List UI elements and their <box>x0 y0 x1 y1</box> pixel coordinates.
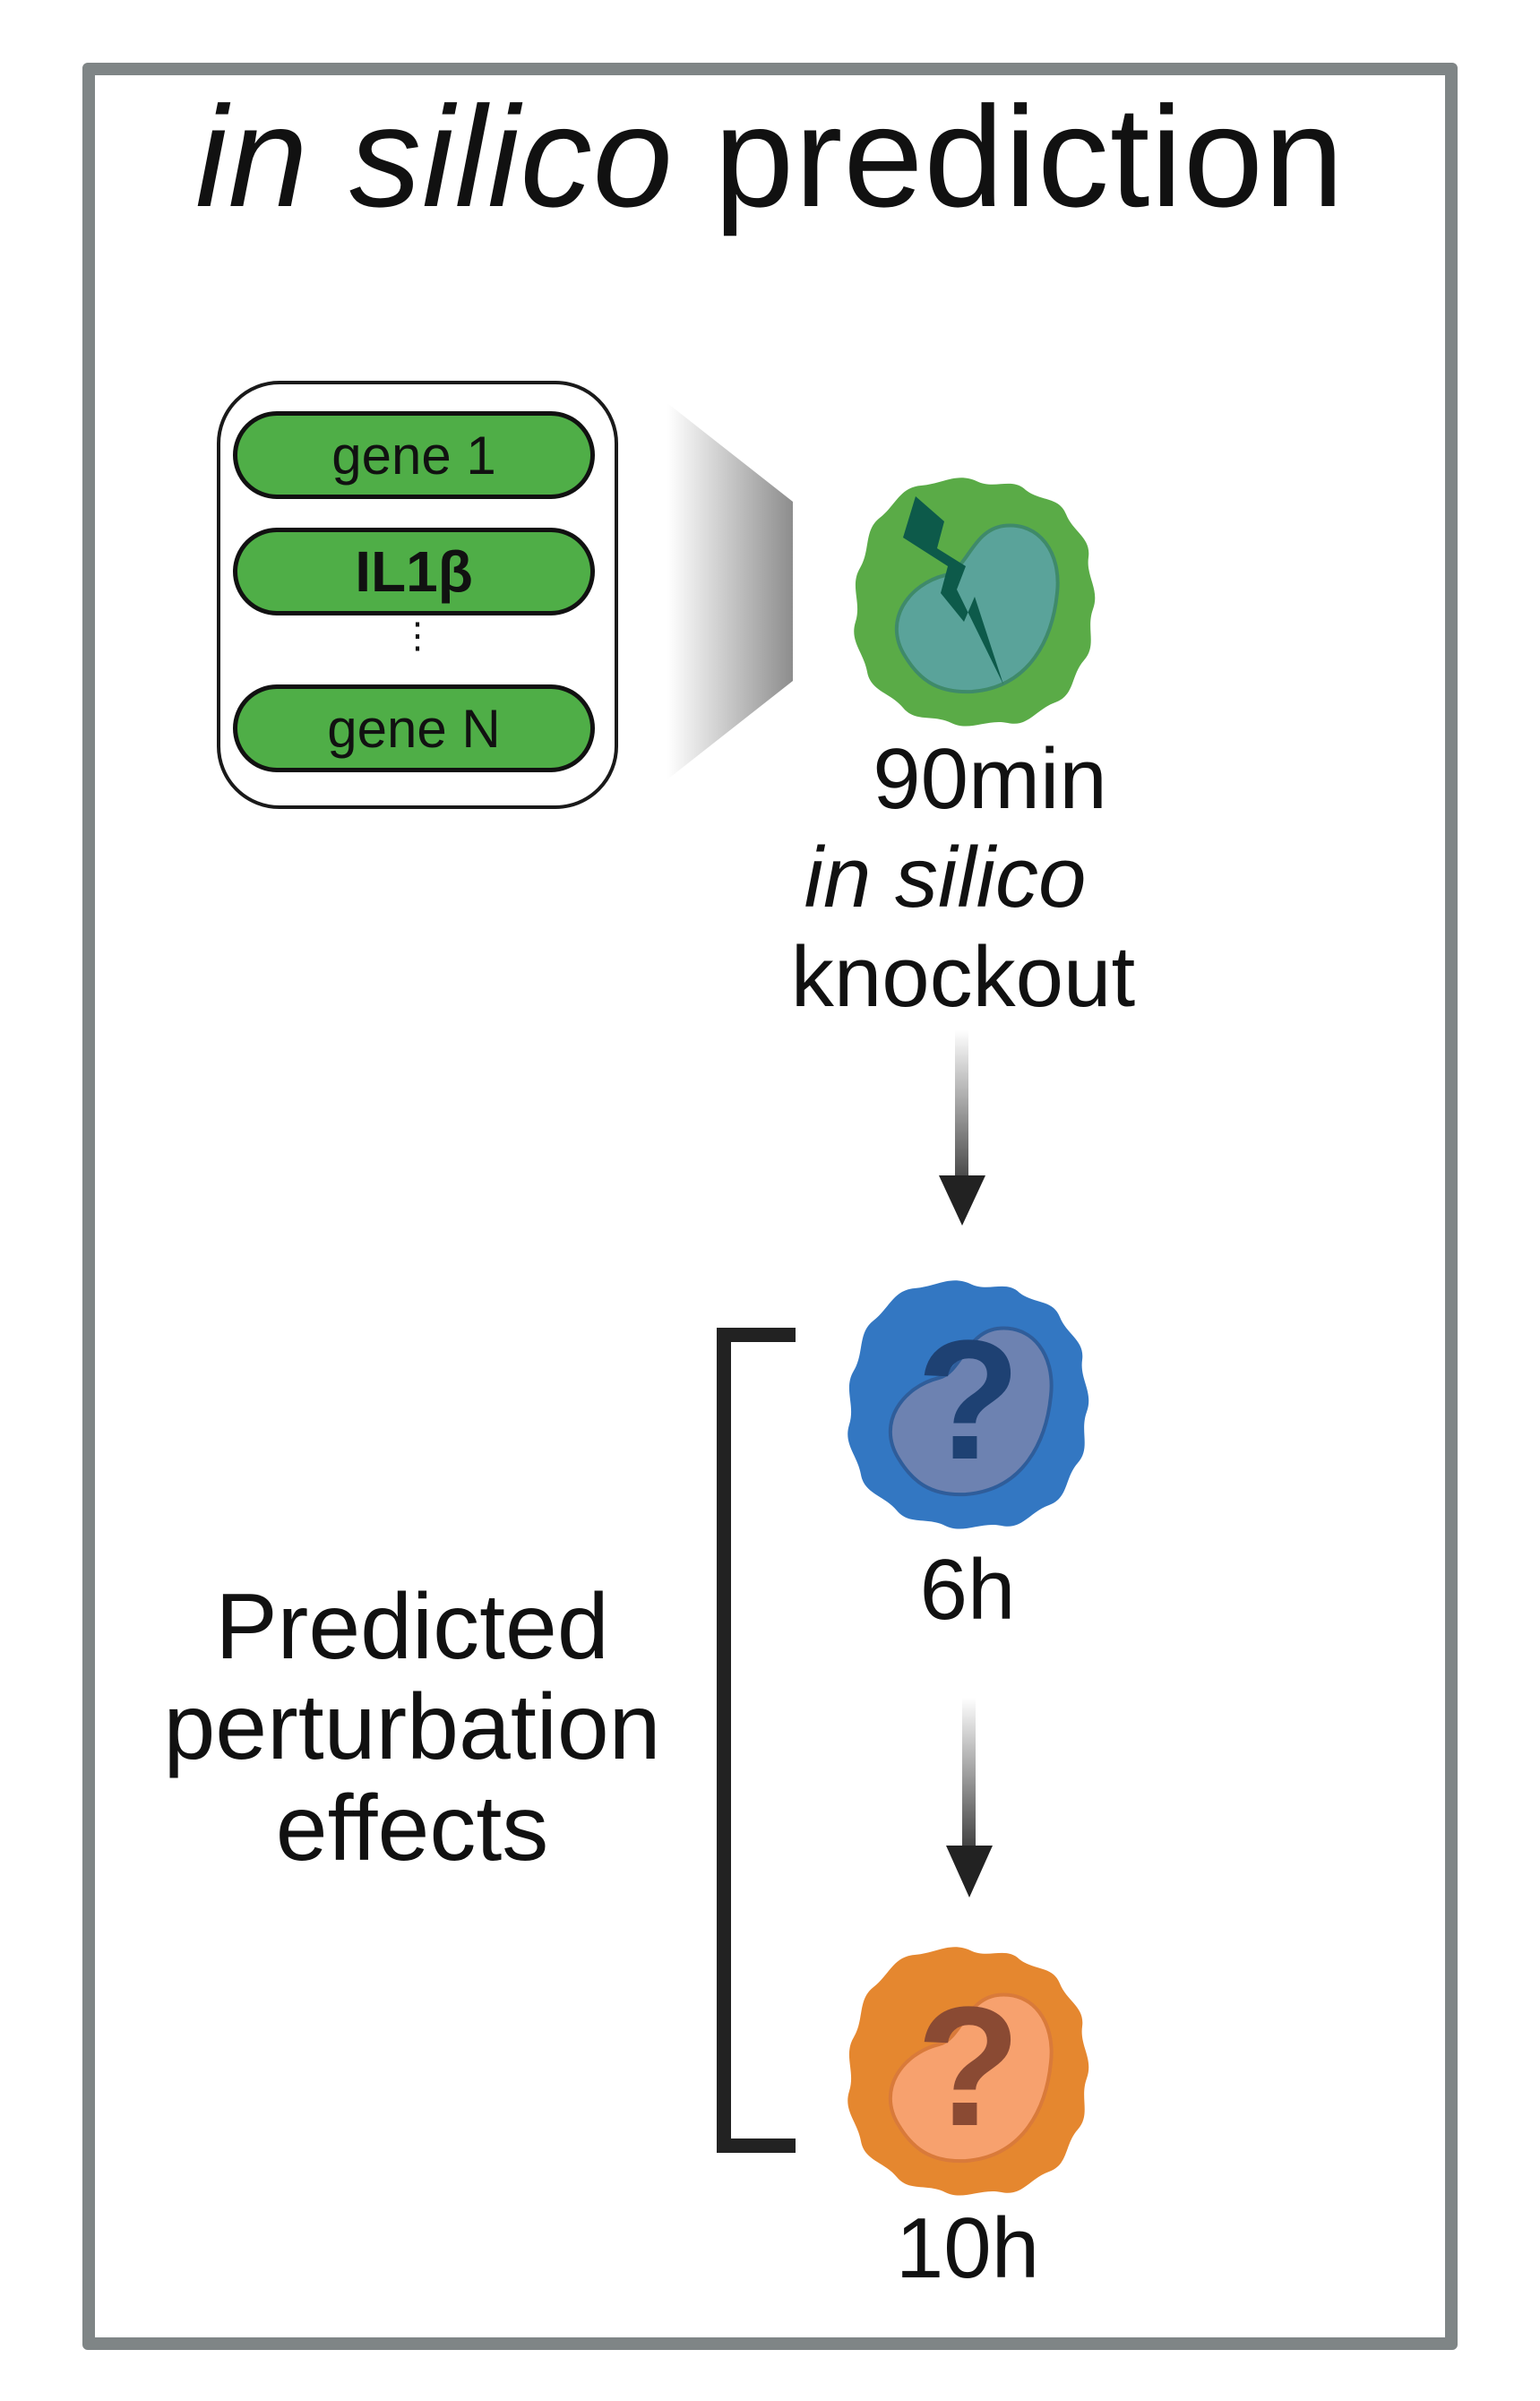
bracket-label-line1: Predicted <box>215 1575 609 1679</box>
title-italic: in silico <box>195 76 674 237</box>
lightning-icon <box>903 496 1003 684</box>
knockout-label: 90min in silico knockout <box>690 730 1236 1027</box>
question-mark-icon: ? <box>916 1305 1020 1495</box>
arrow-2-head <box>946 1846 993 1898</box>
bracket-label: Predicted perturbation effects <box>99 1577 726 1879</box>
gene-list-box: gene 1 IL1β ⋮ gene N <box>217 381 618 809</box>
bracket-label-line2: perturbation <box>163 1675 661 1780</box>
arrow-2-stem <box>962 1698 976 1872</box>
question-mark-icon: ? <box>916 1972 1020 2162</box>
knockout-cell-icon <box>854 478 1096 727</box>
ten-hour-cell-icon: ? <box>847 1947 1089 2196</box>
effects-bracket <box>717 1328 796 2153</box>
gene-pill-n: gene N <box>233 684 595 772</box>
knockout-time: 90min <box>873 731 1107 827</box>
bracket-label-line3: effects <box>275 1776 549 1880</box>
title-rest: prediction <box>673 76 1345 237</box>
knockout-word: knockout <box>790 928 1136 1025</box>
gene-pill-il1b: IL1β <box>233 528 595 615</box>
panel-title: in silico prediction <box>0 85 1540 228</box>
arrow-1-head <box>939 1175 985 1226</box>
zoom-wedge <box>667 403 793 779</box>
six-hour-label: 6h <box>919 1542 1016 1638</box>
knockout-insilico: in silico <box>804 830 1087 926</box>
gene-pill-1: gene 1 <box>233 411 595 499</box>
arrow-1-stem <box>955 1030 968 1209</box>
ten-hour-label: 10h <box>895 2200 1040 2296</box>
six-hour-cell-icon: ? <box>847 1280 1089 1529</box>
